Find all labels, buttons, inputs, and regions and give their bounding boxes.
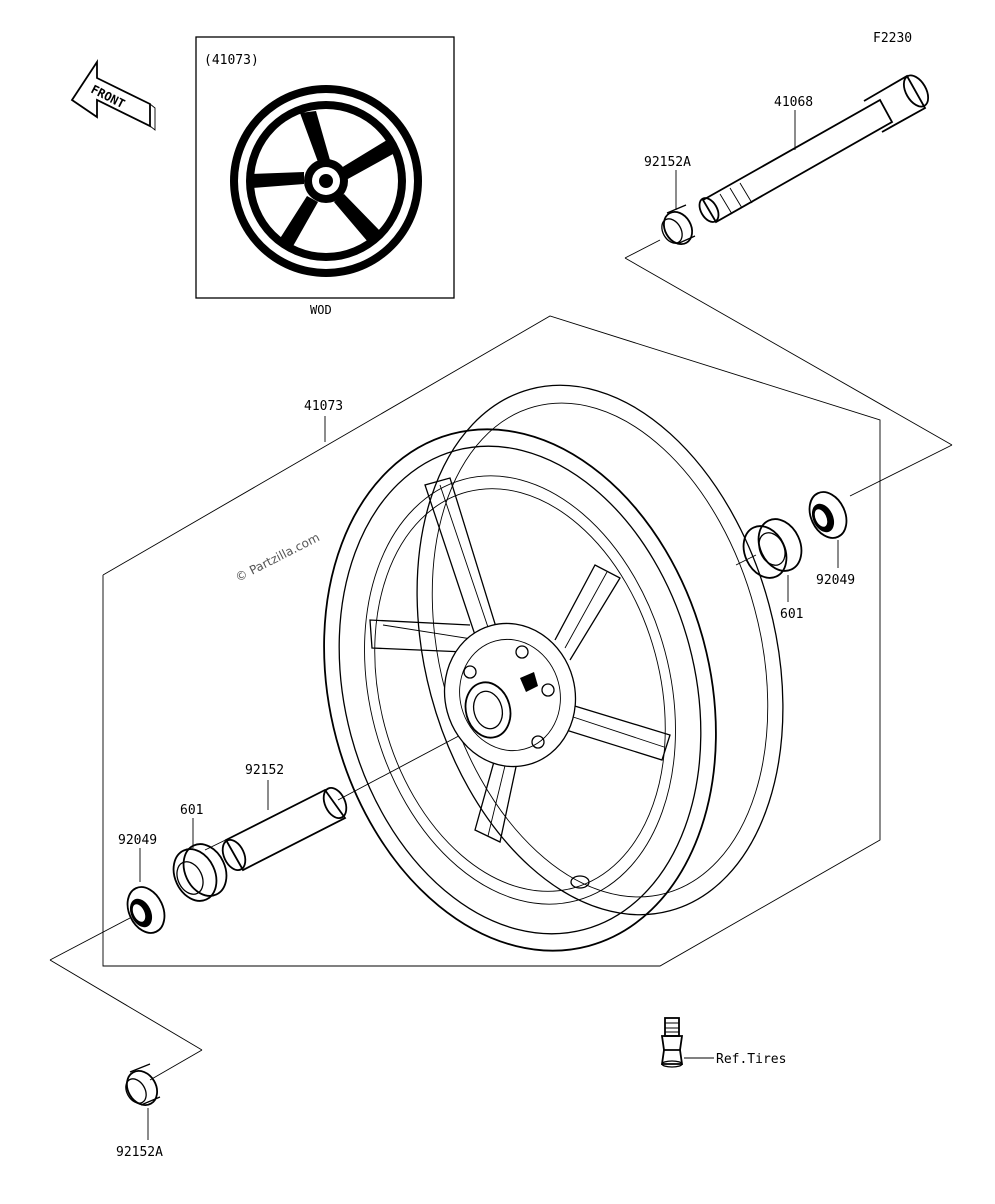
valve-stem-icon	[660, 1017, 684, 1068]
seal-left-icon	[126, 886, 166, 934]
axle-icon	[698, 74, 930, 224]
inset-wheel-icon	[230, 85, 422, 277]
inset-caption: WOD	[310, 303, 332, 317]
collar-top-label: 92152A	[644, 155, 691, 170]
collar-bottom-label: 92152A	[116, 1145, 163, 1160]
valve-ref-label: Ref.Tires	[716, 1052, 786, 1067]
inset-box: (41073) WOD	[195, 36, 455, 317]
seal-right-icon	[808, 491, 848, 539]
spacer-label: 92152	[245, 763, 284, 778]
wheel-label: 41073	[304, 399, 343, 414]
bearing-left-label: 601	[180, 803, 203, 818]
wheel-icon	[323, 384, 784, 952]
seal-left-label: 92049	[118, 833, 157, 848]
collar-bottom-icon	[125, 1063, 161, 1106]
figure-code: F2230	[873, 31, 912, 46]
watermark: © Partzilla.com	[233, 530, 322, 585]
bearing-right-label: 601	[780, 607, 803, 622]
bearing-left-icon	[172, 843, 228, 902]
seal-right-label: 92049	[816, 573, 855, 588]
front-arrow-icon: FRONT	[70, 58, 156, 131]
spacer-icon	[221, 786, 348, 872]
bearing-right-icon	[742, 518, 803, 579]
front-label: FRONT	[89, 82, 128, 111]
axle-label: 41068	[774, 95, 813, 110]
inset-part-label: (41073)	[204, 53, 259, 68]
collar-top-icon	[661, 204, 696, 245]
